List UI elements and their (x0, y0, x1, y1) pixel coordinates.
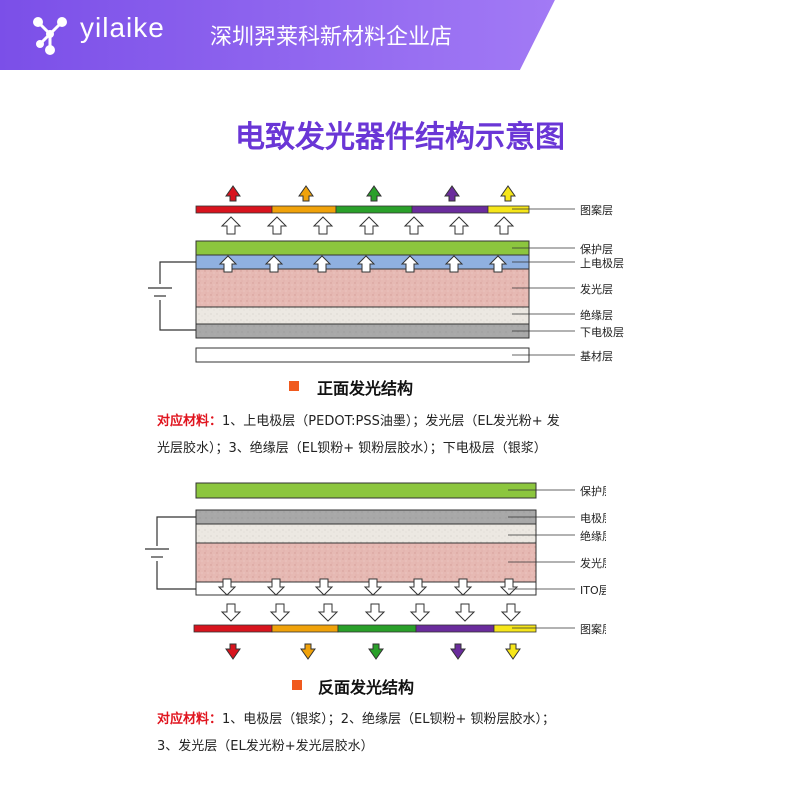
back-electrode-layer (195, 509, 537, 525)
front-materials-prefix: 对应材料： (157, 414, 223, 429)
front-label-substrate: 基材层 (580, 350, 613, 363)
arrow-down-icon-purple (450, 643, 466, 660)
back-label-insulate: 绝缘层 (580, 530, 606, 543)
back-protect-layer (195, 482, 537, 499)
front-label-phosphor: 发光层 (580, 283, 613, 296)
battery-icon (148, 261, 196, 331)
front-layer-stack (195, 240, 530, 363)
battery-icon-back (145, 516, 196, 590)
back-leader-lines (508, 489, 575, 629)
section-bullet-front (289, 381, 299, 391)
front-section-title: 正面发光结构 (317, 379, 414, 398)
front-substrate-layer (195, 347, 530, 363)
molecule-logo-icon (33, 17, 67, 55)
front-materials-text1: 1、上电极层（PEDOT:PSS油墨）；发光层（EL发光粉+ 发 (222, 414, 560, 429)
back-section-title: 反面发光结构 (318, 678, 415, 697)
back-ito-arrows (217, 578, 519, 596)
back-insulate-layer (195, 523, 537, 544)
front-label-top-electrode: 上电极层 (580, 257, 624, 270)
back-materials-prefix: 对应材料： (157, 712, 223, 727)
back-diagram (145, 482, 575, 660)
header-banner: yilaike 深圳羿莱科新材料企业店 (0, 0, 800, 70)
front-leader-lines (512, 208, 575, 356)
front-diagram (148, 185, 575, 363)
arrow-up-icon-purple (444, 185, 460, 202)
front-protect-layer (195, 240, 530, 256)
arrow-up-icon-yellow (500, 185, 516, 202)
front-electrode-arrows (218, 255, 508, 273)
page-title: 电致发光器件结构示意图 (235, 120, 565, 155)
section-bullet-back (292, 680, 302, 690)
front-light-arrows (220, 216, 515, 235)
arrow-up-icon-red (225, 185, 241, 202)
back-label-ito: ITO层 (580, 584, 606, 597)
back-pattern-layer (193, 624, 537, 633)
front-phosphor-layer (195, 268, 530, 308)
arrow-down-icon-orange (300, 643, 316, 660)
back-materials-text1: 1、电极层（银浆）；2、绝缘层（EL钡粉+ 钡粉层胶水）； (222, 712, 556, 727)
brand-name: yilaike (80, 12, 165, 43)
arrow-up-icon-green (366, 185, 382, 202)
front-insulate-layer (195, 306, 530, 325)
arrow-down-icon-red (225, 643, 241, 660)
shop-name: 深圳羿莱科新材料企业店 (210, 25, 453, 50)
back-label-protect: 保护层 (580, 485, 606, 498)
back-label-electrode: 电极层 (580, 512, 606, 525)
front-pattern-layer (195, 205, 530, 214)
back-materials-line2: 3、发光层（EL发光粉+发光层胶水） (157, 739, 374, 754)
arrow-up-icon-orange (298, 185, 314, 202)
back-label-pattern: 图案层 (580, 623, 606, 636)
front-materials-line2: 光层胶水）；3、绝缘层（EL钡粉+ 钡粉层胶水）；下电极层（银浆） (157, 441, 547, 456)
front-bottom-electrode (195, 323, 530, 339)
back-layer-stack (195, 482, 537, 596)
back-materials-line1: 对应材料：1、电极层（银浆）；2、绝缘层（EL钡粉+ 钡粉层胶水）； (157, 706, 555, 733)
back-phosphor-layer (195, 542, 537, 583)
front-materials-line1: 对应材料：1、上电极层（PEDOT:PSS油墨）；发光层（EL发光粉+ 发 (157, 408, 560, 435)
arrow-down-icon-green (368, 643, 384, 660)
emit-arrows-up (225, 185, 516, 202)
emit-arrows-down (225, 643, 521, 660)
front-label-insulate: 绝缘层 (580, 309, 613, 322)
back-light-arrows (220, 603, 522, 622)
back-label-phosphor: 发光层 (580, 557, 606, 570)
front-label-protect: 保护层 (580, 243, 613, 256)
front-label-pattern: 图案层 (580, 204, 613, 217)
arrow-down-icon-yellow (505, 643, 521, 660)
banner-background (0, 0, 800, 70)
front-label-bottom-electrode: 下电极层 (580, 326, 624, 339)
